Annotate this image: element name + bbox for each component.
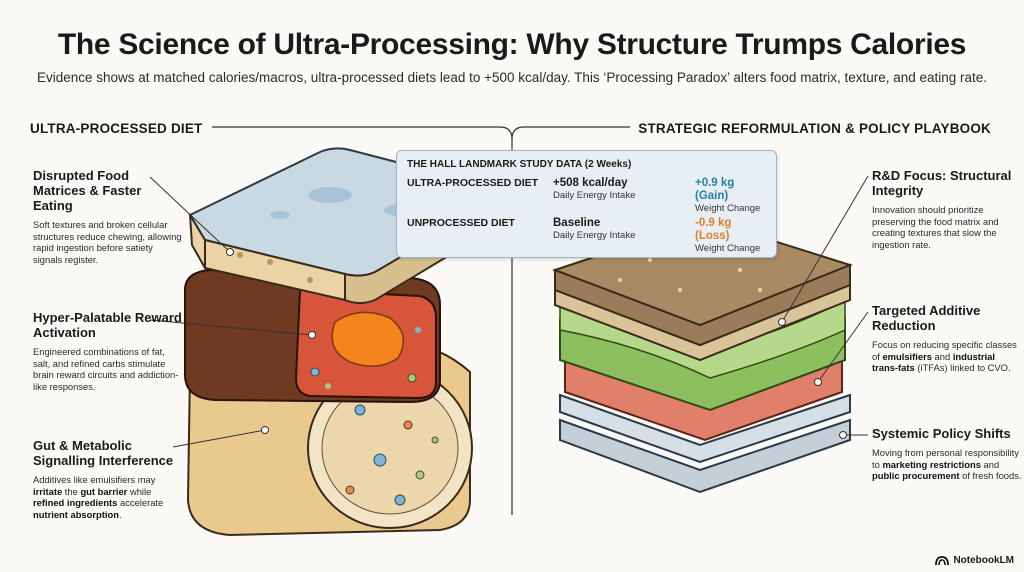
brand-name: NotebookLM [953,555,1014,566]
point-title: Gut & Metabolic Signalling Interference [33,438,174,468]
point-body: Innovation should prioritize preserving … [872,204,999,250]
weight-cell: +0.9 kg (Gain) Weight Change [695,177,766,215]
point-body: Focus on reducing specific classes of em… [872,339,1017,374]
weight-value: +0.9 kg (Gain) [695,177,735,202]
point-title: Targeted Additive Reduction [872,303,981,333]
page-subtitle: Evidence shows at matched calories/macro… [36,70,988,85]
point-title: Hyper-Palatable Reward Activation [33,310,182,340]
point-hyper-palatable-reward: Hyper-Palatable Reward Activation Engine… [33,310,183,392]
point-disrupted-food-matrices: Disrupted Food Matrices & Faster Eating … [33,168,183,265]
weight-label: Weight Change [695,243,761,254]
notebooklm-logo-icon [935,555,950,565]
weight-value: -0.9 kg (Loss) [695,217,732,242]
point-body: Engineered combinations of fat, salt, an… [33,346,179,392]
point-body: Soft textures and broken cellular struct… [33,219,182,265]
study-row: ULTRA-PROCESSED DIET +508 kcal/day Daily… [407,177,766,217]
point-title: Systemic Policy Shifts [872,426,1011,441]
intake-label: Daily Energy Intake [553,230,636,241]
point-title: R&D Focus: Structural Integrity [872,168,1012,198]
intake-label: Daily Energy Intake [553,190,636,201]
point-structural-integrity: R&D Focus: Structural Integrity Innovati… [872,168,1022,250]
intake-cell: +508 kcal/day Daily Energy Intake [553,177,635,202]
intake-cell: Baseline Daily Energy Intake [553,217,635,242]
brand-watermark: NotebookLM [935,555,1014,566]
intake-value: Baseline [553,217,601,229]
study-data-panel: THE HALL LANDMARK STUDY DATA (2 Weeks) U… [396,150,777,258]
point-body: Additives like emulsifiers may irritate … [33,474,164,520]
study-title: THE HALL LANDMARK STUDY DATA (2 Weeks) [407,159,632,170]
point-policy-shifts: Systemic Policy Shifts Moving from perso… [872,426,1022,482]
point-gut-metabolic-interference: Gut & Metabolic Signalling Interference … [33,438,183,520]
weight-label: Weight Change [695,203,761,214]
diet-name: ULTRA-PROCESSED DIET [407,177,539,189]
intake-value: +508 kcal/day [553,177,628,189]
weight-cell: -0.9 kg (Loss) Weight Change [695,217,766,255]
left-section-label: ULTRA-PROCESSED DIET [30,121,203,136]
point-additive-reduction: Targeted Additive Reduction Focus on red… [872,303,1022,374]
study-row: UNPROCESSED DIET Baseline Daily Energy I… [407,217,766,257]
point-body: Moving from personal responsibility to m… [872,447,1022,482]
right-section-label: STRATEGIC REFORMULATION & POLICY PLAYBOO… [638,121,991,136]
page-title: The Science of Ultra-Processing: Why Str… [57,28,967,61]
whole-food-sandwich-illustration [552,221,853,494]
point-title: Disrupted Food Matrices & Faster Eating [33,168,142,213]
diet-name: UNPROCESSED DIET [407,217,515,229]
